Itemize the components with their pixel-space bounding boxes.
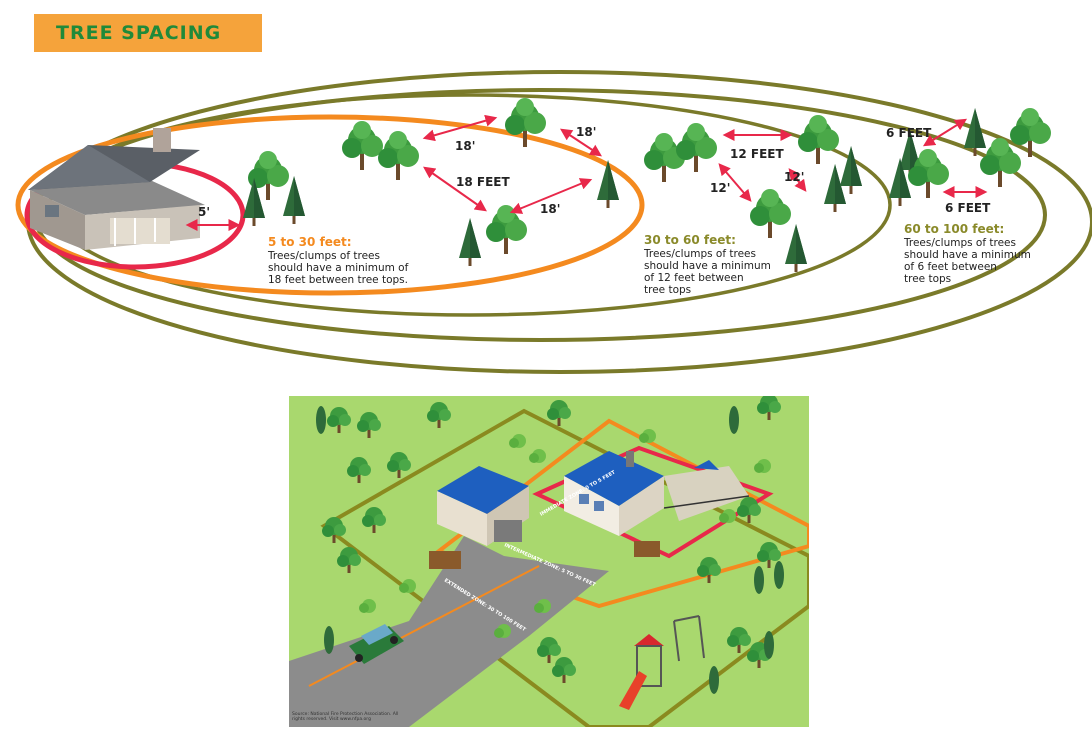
zone-3-line-3: of 6 feet between bbox=[904, 261, 997, 273]
playset bbox=[619, 615, 705, 710]
zone-3-heading: 60 to 100 feet: bbox=[904, 222, 1004, 236]
zone-caption-2: 30 to 60 feet: Trees/clumps of trees sho… bbox=[643, 233, 771, 296]
garage bbox=[437, 466, 529, 546]
label-6-feet-bottom: 6 FEET bbox=[945, 201, 991, 215]
label-12-b: 12' bbox=[784, 170, 804, 184]
garden-bed-2 bbox=[634, 541, 660, 557]
property-zone-illustration: IMMEDIATE ZONE: 0 TO 5 FEET INTERMEDIATE… bbox=[289, 396, 809, 727]
label-12-a: 12' bbox=[710, 181, 730, 195]
zone-caption-3: 60 to 100 feet: Trees/clumps of trees sh… bbox=[903, 222, 1031, 285]
zone-caption-1: 5 to 30 feet: Trees/clumps of trees shou… bbox=[267, 235, 409, 286]
zone-2-line-4: tree tops bbox=[644, 284, 691, 296]
tree-spacing-diagram: 5' 18' 18' 18 FEET 18' 12 FEET 12' 12' 6… bbox=[15, 70, 1092, 374]
label-12-feet: 12 FEET bbox=[730, 147, 784, 161]
label-18-c: 18' bbox=[540, 202, 560, 216]
zone-2-heading: 30 to 60 feet: bbox=[644, 233, 736, 247]
label-18-b: 18' bbox=[576, 125, 596, 139]
zone-3-line-1: Trees/clumps of trees bbox=[903, 237, 1016, 249]
zone-3-line-2: should have a minimum bbox=[904, 249, 1031, 261]
zone-1-line-1: Trees/clumps of trees bbox=[267, 250, 380, 262]
label-6-feet-top: 6 FEET bbox=[886, 126, 932, 140]
zone-2-line-2: should have a minimum bbox=[644, 260, 771, 272]
extended-zone-outline bbox=[320, 408, 809, 727]
deck bbox=[663, 460, 750, 521]
zone-2-line-3: of 12 feet between bbox=[644, 272, 744, 284]
page-title: TREE SPACING bbox=[56, 22, 222, 44]
zone-2-line-1: Trees/clumps of trees bbox=[643, 248, 756, 260]
zone-1-line-2: should have a minimum of bbox=[268, 262, 409, 274]
property-zone-svg: IMMEDIATE ZONE: 0 TO 5 FEET INTERMEDIATE… bbox=[289, 396, 809, 727]
source-note: Source: National Fire Protection Associa… bbox=[292, 712, 399, 722]
label-18-a: 18' bbox=[455, 139, 475, 153]
zone-3-line-4: tree tops bbox=[904, 273, 951, 285]
zone-ring-intermediate bbox=[15, 114, 645, 296]
main-house bbox=[564, 451, 664, 536]
zone-1-line-3: 18 feet between tree tops. bbox=[268, 274, 408, 286]
zone-1-heading: 5 to 30 feet: bbox=[268, 235, 352, 249]
label-5-ft: 5' bbox=[198, 205, 210, 219]
trees-zone-immediate bbox=[243, 151, 305, 226]
driveway bbox=[289, 536, 609, 727]
car bbox=[349, 624, 404, 664]
label-18-feet: 18 FEET bbox=[456, 175, 510, 189]
distance-arrows bbox=[185, 114, 988, 231]
title-banner: TREE SPACING bbox=[34, 14, 262, 52]
garden-bed-1 bbox=[429, 551, 461, 569]
house-illustration bbox=[28, 128, 205, 250]
